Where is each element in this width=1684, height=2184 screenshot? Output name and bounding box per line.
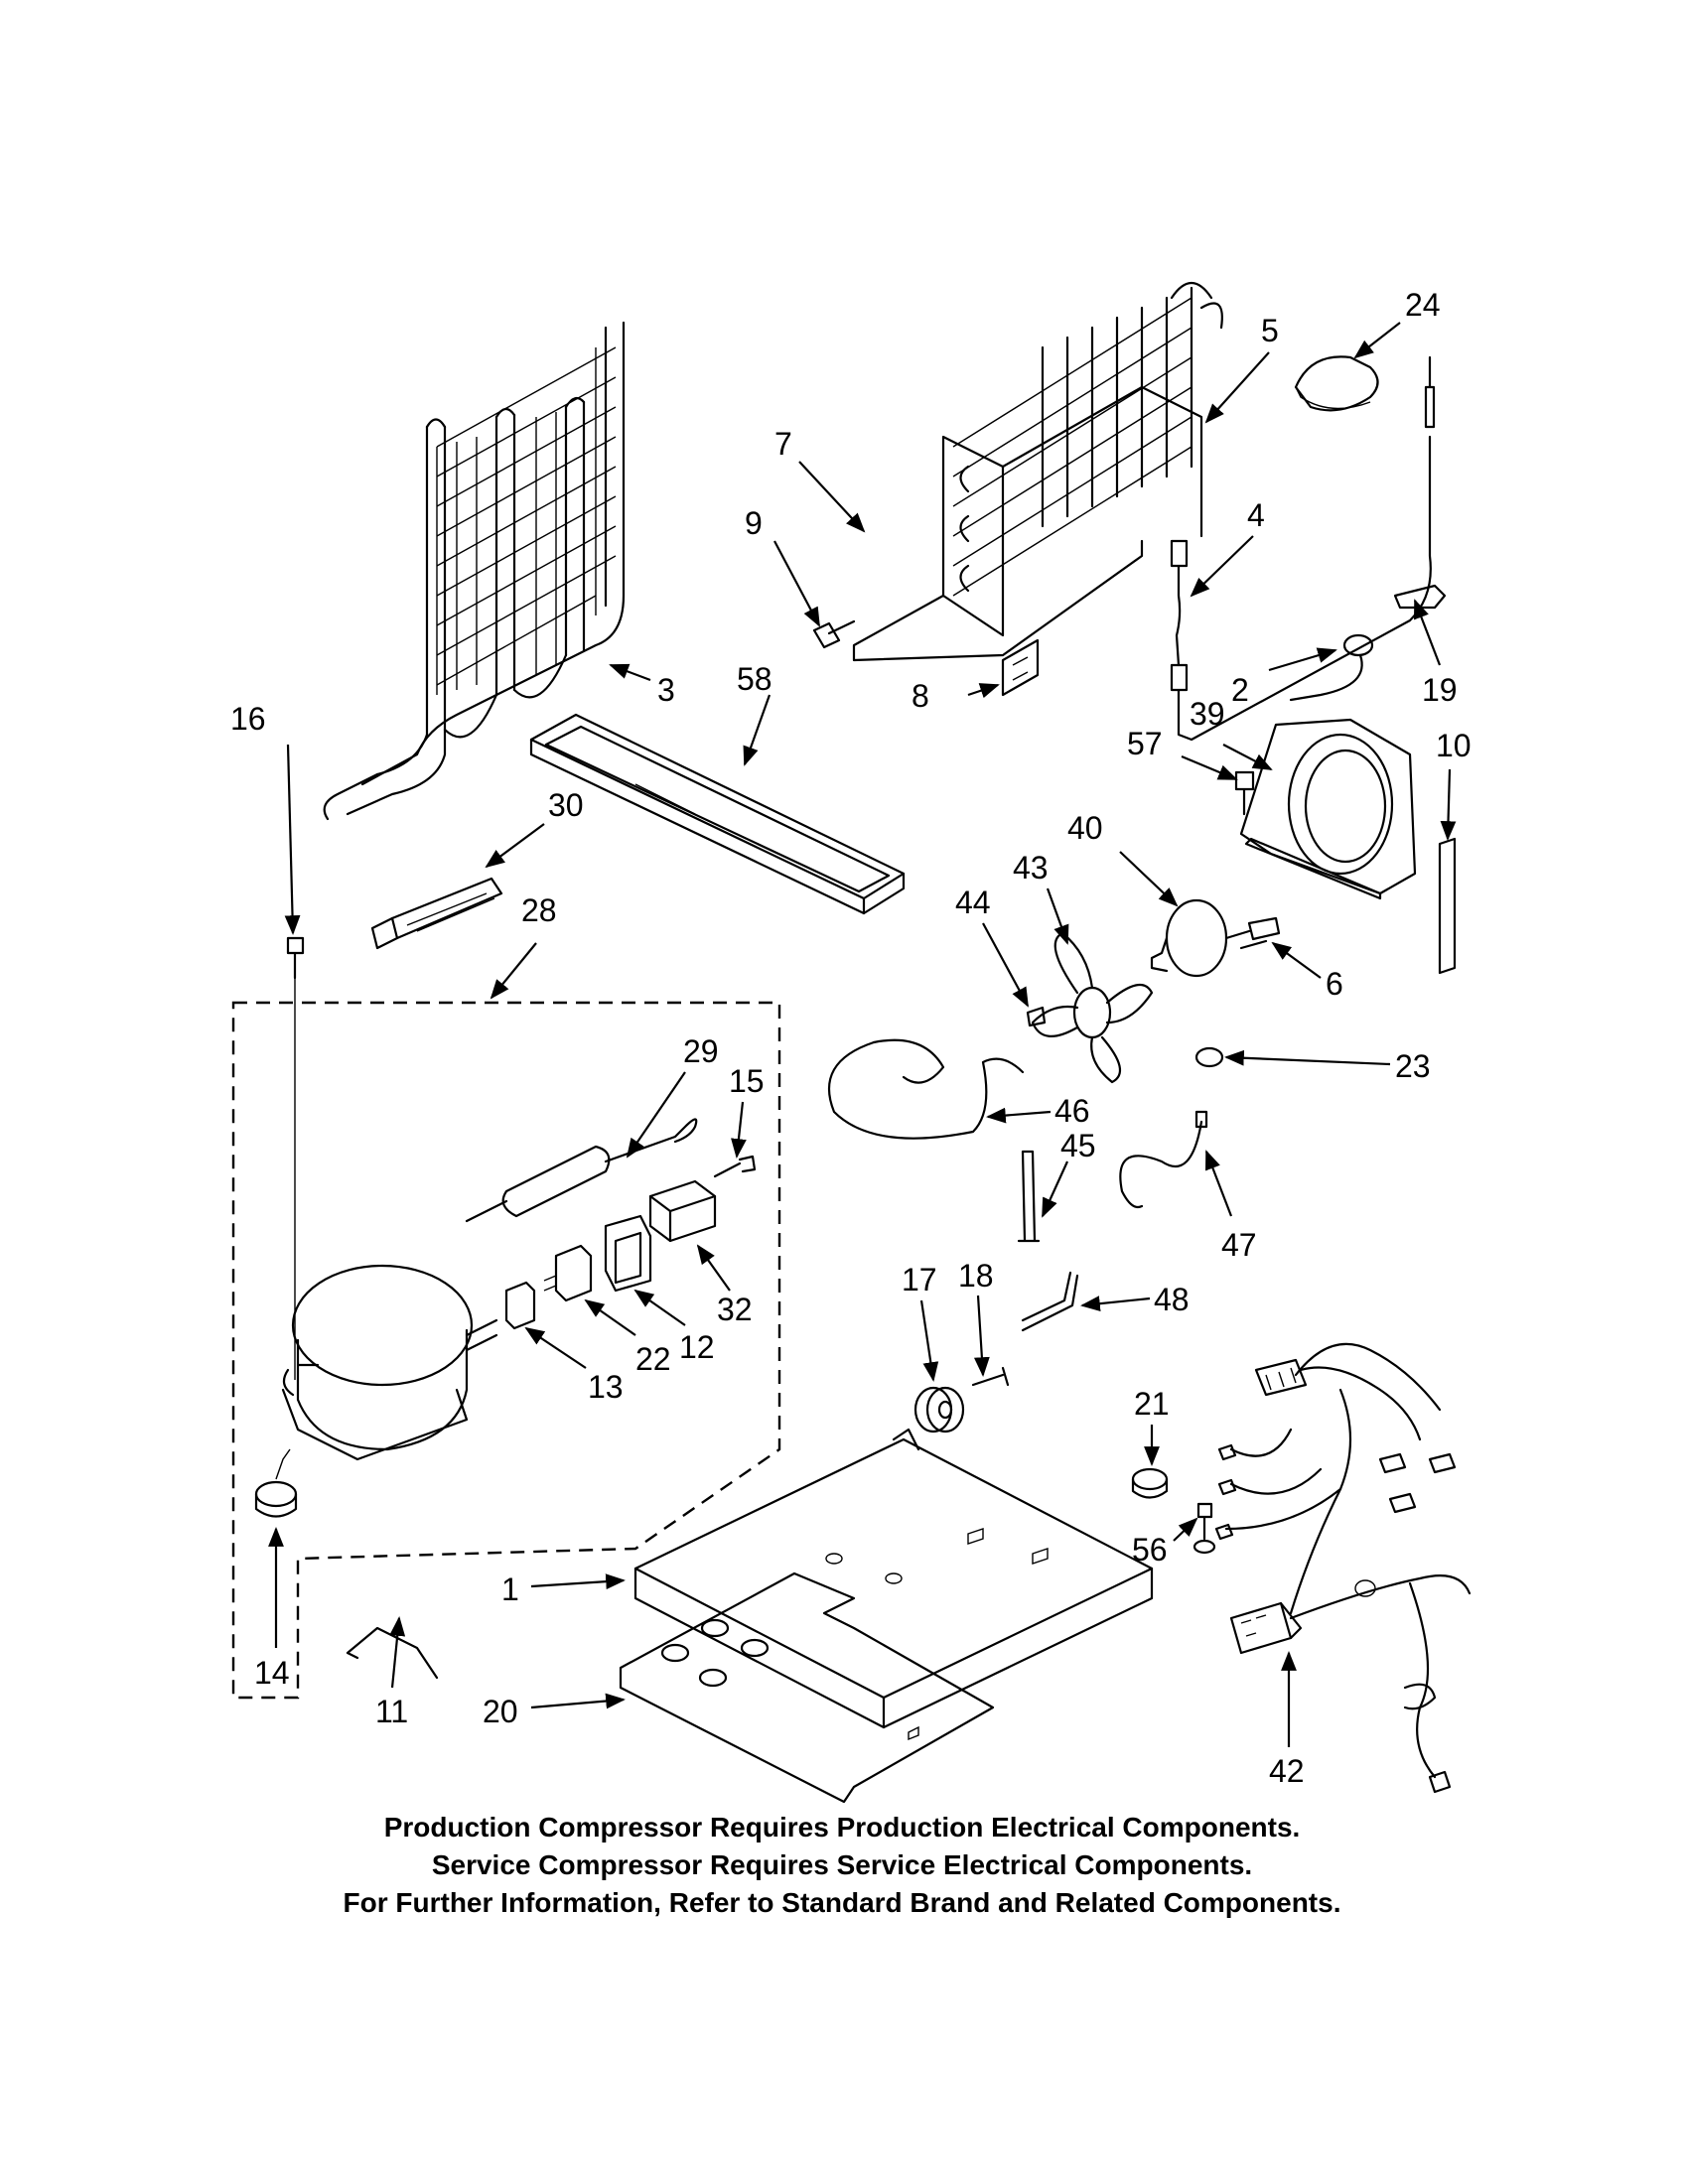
evaporator: [852, 281, 1223, 662]
callout-12: 12: [679, 1329, 715, 1365]
callout-42: 42: [1269, 1753, 1305, 1789]
axle-18: [971, 1366, 1010, 1387]
condenser-coil: [323, 321, 626, 821]
clip-11: [346, 1626, 439, 1680]
callout-22: 22: [635, 1341, 671, 1377]
part-23: [1194, 1046, 1224, 1068]
callout-57: 57: [1127, 726, 1163, 761]
drain-pan: [529, 713, 906, 915]
callout-45: 45: [1060, 1128, 1096, 1163]
note-further-info: For Further Information, Refer to Standa…: [343, 1887, 1341, 1918]
tube-46: [827, 1038, 1025, 1140]
terminal-13: [504, 1281, 536, 1330]
callout-14: 14: [254, 1655, 290, 1691]
callout-43: 43: [1013, 850, 1049, 886]
callout-1: 1: [501, 1571, 519, 1607]
callout-46: 46: [1054, 1093, 1090, 1129]
overload-22: [543, 1244, 593, 1302]
screw-16: [286, 936, 305, 1380]
callout-44: 44: [955, 885, 991, 920]
callout-56: 56: [1132, 1532, 1168, 1568]
callout-15: 15: [729, 1063, 765, 1099]
callout-10: 10: [1436, 728, 1472, 763]
grommet-14: [254, 1448, 298, 1518]
callout-11: 11: [375, 1694, 408, 1729]
callout-3: 3: [657, 672, 675, 708]
roller-17: [913, 1386, 965, 1433]
screw-15: [713, 1155, 757, 1178]
footnotes: Production Compressor Requires Productio…: [0, 1809, 1684, 1922]
drier-29: [465, 1118, 698, 1223]
nut-21: [1131, 1467, 1169, 1499]
wire-harness: [1214, 1342, 1472, 1794]
callout-16: 16: [230, 701, 266, 737]
note-production: Production Compressor Requires Productio…: [383, 1812, 1301, 1843]
tube-48: [1021, 1271, 1079, 1332]
callout-58: 58: [737, 661, 772, 697]
callout-39: 39: [1190, 696, 1225, 732]
callout-19: 19: [1422, 672, 1458, 708]
callout-5: 5: [1261, 313, 1279, 348]
callout-30: 30: [548, 787, 584, 823]
strip-10: [1438, 837, 1457, 975]
callout-labels: 3 58 30 16 28 7 9 5 24 4 8 2 19 39 57 10…: [230, 287, 1472, 1789]
callout-13: 13: [588, 1369, 624, 1405]
callout-32: 32: [717, 1292, 753, 1327]
fan-motor: [1150, 898, 1281, 978]
fan-blade: [1031, 931, 1154, 1084]
callout-48: 48: [1154, 1282, 1190, 1317]
sensor-2: [1289, 633, 1374, 702]
callout-24: 24: [1405, 287, 1441, 323]
callout-40: 40: [1067, 810, 1103, 846]
thermistor-probe: [370, 877, 503, 950]
callout-7: 7: [774, 426, 792, 462]
evaporator-bracket: [1001, 638, 1040, 697]
compressor: [281, 1264, 498, 1461]
compressor-kit-outline: [231, 1001, 781, 1700]
fan-shroud: [1239, 718, 1417, 900]
relay-12: [604, 1214, 652, 1293]
pin-45: [1017, 1150, 1041, 1243]
callout-4: 4: [1247, 497, 1265, 533]
insulation-sheet: [619, 1571, 995, 1804]
callout-18: 18: [958, 1258, 994, 1294]
callout-6: 6: [1326, 966, 1343, 1002]
note-service: Service Compressor Requires Service Elec…: [431, 1849, 1253, 1880]
callout-47: 47: [1221, 1227, 1257, 1263]
callout-17: 17: [902, 1262, 937, 1297]
capacitor-32: [648, 1179, 717, 1243]
tube-47: [1119, 1110, 1208, 1209]
callout-21: 21: [1134, 1386, 1170, 1422]
clip-19: [1393, 584, 1447, 610]
screw-6: [1239, 939, 1268, 950]
callout-23: 23: [1395, 1048, 1431, 1084]
callout-8: 8: [912, 678, 929, 714]
callout-2: 2: [1231, 672, 1249, 708]
callout-28: 28: [521, 892, 557, 928]
screw-57: [1234, 770, 1255, 816]
callout-29: 29: [683, 1033, 719, 1069]
screw-56: [1193, 1502, 1216, 1555]
callout-20: 20: [483, 1694, 518, 1729]
cover-24: [1294, 355, 1379, 412]
clip-44: [1026, 1006, 1047, 1027]
base-plate: [633, 1428, 1154, 1729]
callout-9: 9: [745, 505, 763, 541]
defrost-thermostat: [1170, 355, 1436, 742]
screw-9: [812, 619, 856, 649]
leader-lines: [268, 322, 1457, 1747]
